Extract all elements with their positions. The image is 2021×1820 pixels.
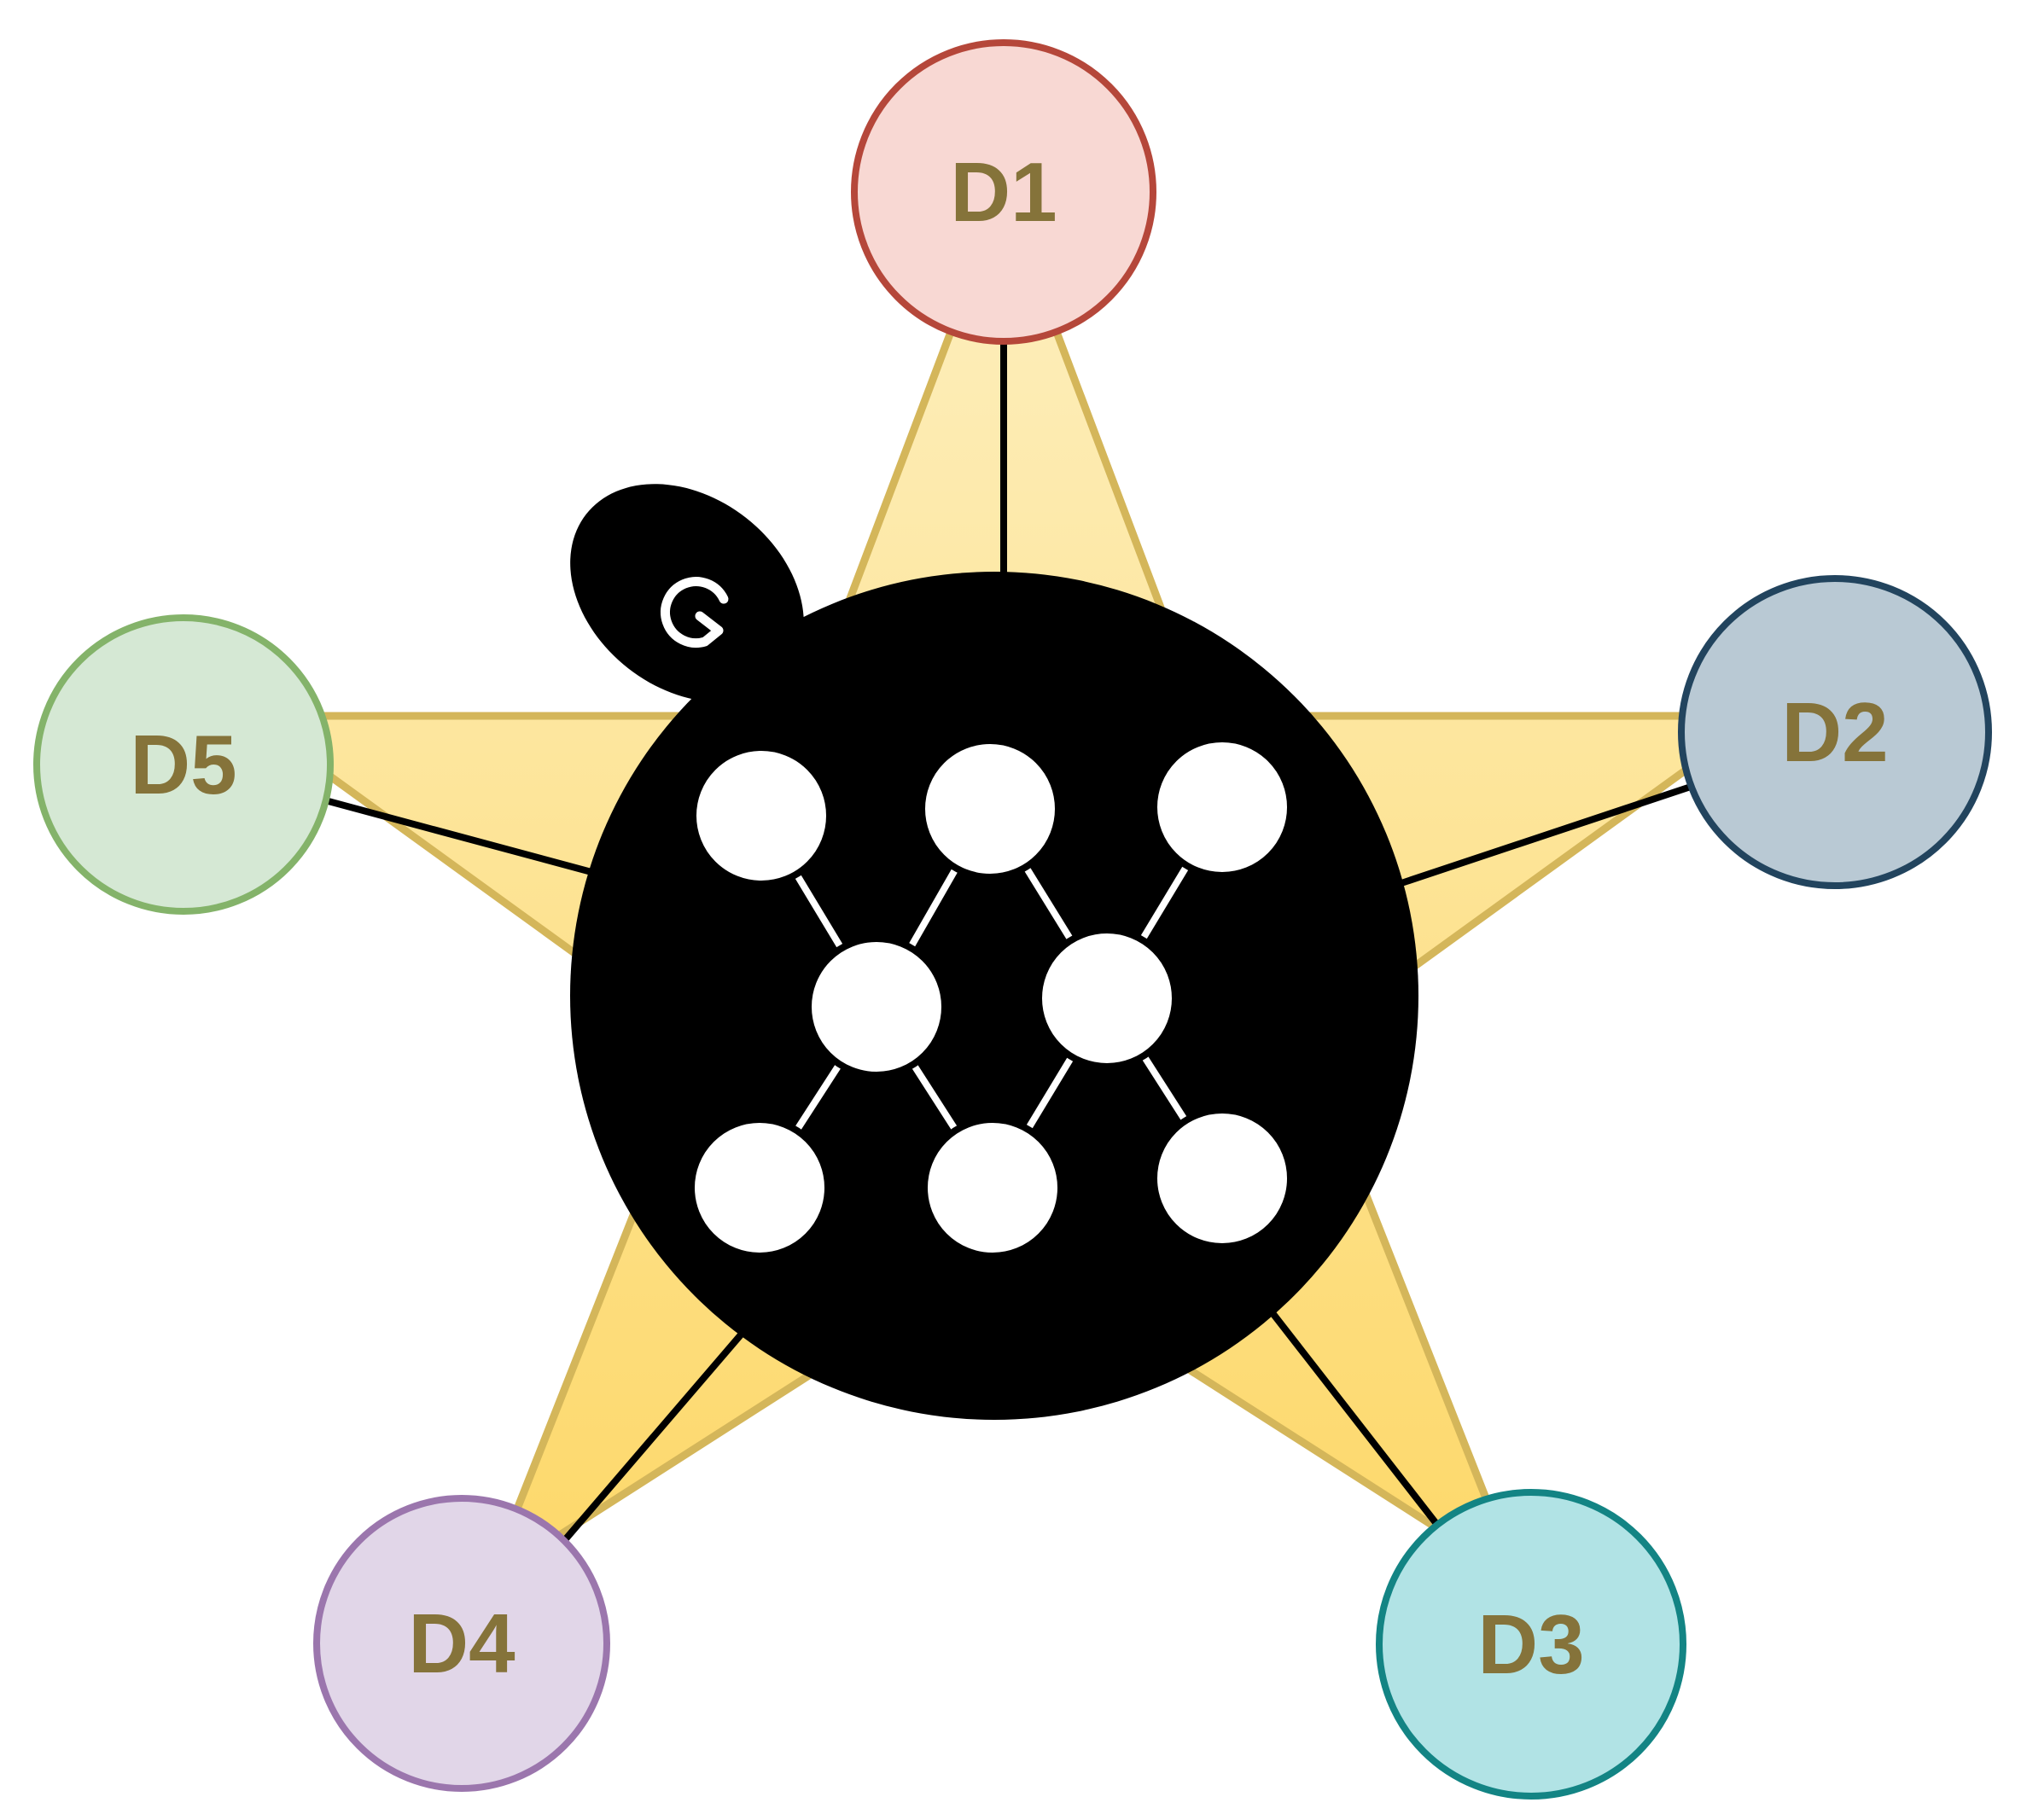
link-d2	[1395, 783, 1692, 888]
node-d2-circle	[1678, 575, 1992, 889]
network-node	[1035, 927, 1179, 1070]
links	[323, 340, 1692, 1544]
network-node	[921, 1116, 1064, 1259]
hub-circle	[570, 572, 1418, 1420]
network-node	[690, 744, 833, 887]
network-node	[918, 737, 1062, 881]
node-d1-circle	[851, 39, 1156, 345]
node-d4: D4	[313, 1495, 610, 1792]
network-node	[1150, 1107, 1294, 1250]
node-d1: D1	[851, 39, 1156, 345]
node-d2-label: D2	[1781, 685, 1888, 779]
network-nodes	[688, 736, 1294, 1259]
link-d4	[560, 1330, 746, 1544]
node-d4-label: D4	[408, 1596, 515, 1690]
g-logo-icon	[661, 577, 729, 648]
link-d5	[323, 797, 593, 875]
network-node	[688, 1116, 831, 1259]
neural-network-icon	[570, 484, 1418, 1420]
node-d3-label: D3	[1477, 1597, 1584, 1691]
link-d3	[1267, 1307, 1441, 1527]
network-node	[805, 935, 948, 1079]
node-d2: D2	[1678, 575, 1992, 889]
node-d1-label: D1	[950, 145, 1057, 239]
node-d4-circle	[313, 1495, 610, 1792]
node-d5-circle	[33, 614, 334, 915]
node-d3-circle	[1376, 1489, 1686, 1800]
node-d5-label: D5	[130, 718, 236, 811]
node-d3: D3	[1376, 1489, 1686, 1800]
node-d5: D5	[33, 614, 334, 915]
network-node	[1150, 736, 1294, 879]
g-badge-blob	[570, 484, 804, 702]
